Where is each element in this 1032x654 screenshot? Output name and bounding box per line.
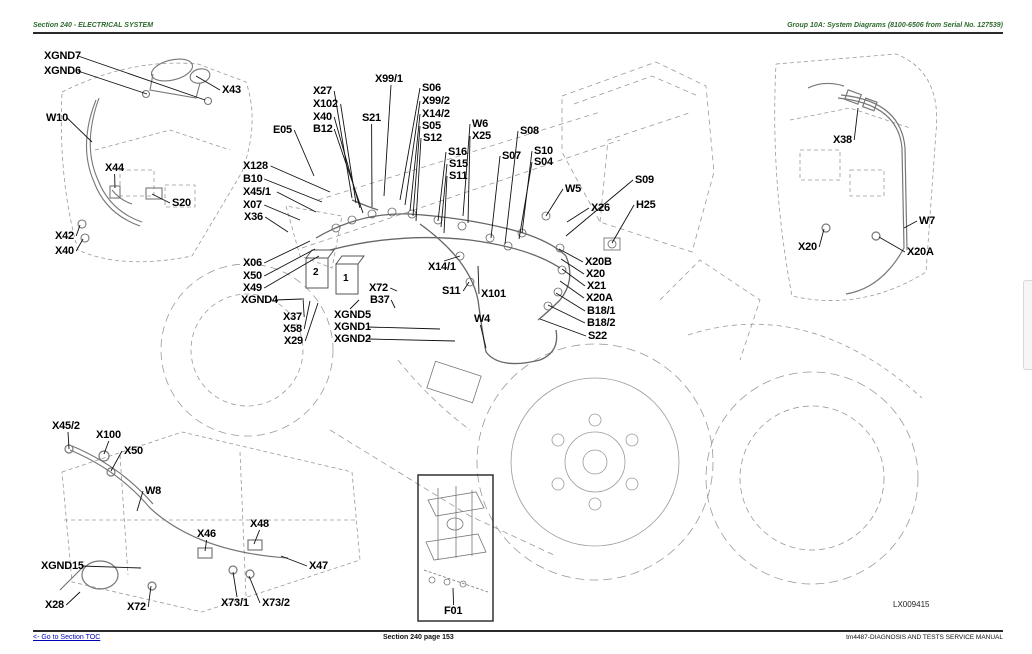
- diagram-label-x20: X20: [586, 268, 605, 280]
- diagram-label-x72: X72: [127, 601, 146, 613]
- diagram-label-x102: X102: [313, 98, 338, 110]
- go-to-section-toc-link[interactable]: <- Go to Section TOC: [33, 634, 101, 641]
- diagram-label-x21: X21: [587, 280, 606, 292]
- footer-rule: [33, 630, 1003, 632]
- diagram-label-b12: B12: [313, 123, 333, 135]
- diagram-label-x26: X26: [591, 202, 610, 214]
- relay-box-2-number: 2: [313, 267, 319, 278]
- diagram-label-s07: S07: [502, 150, 521, 162]
- diagram-label-x40: X40: [55, 245, 74, 257]
- diagram-label-x28: X28: [45, 599, 64, 611]
- diagram-label-x99-2: X99/2: [422, 95, 450, 107]
- diagram-label-x45-2: X45/2: [52, 420, 80, 432]
- diagram-label-x100: X100: [96, 429, 121, 441]
- diagram-label-w10: W10: [46, 112, 69, 124]
- diagram-label-x06: X06: [243, 257, 262, 269]
- diagram-label-x48: X48: [250, 518, 269, 530]
- diagram-label-x29: X29: [284, 335, 303, 347]
- figure-code: LX009415: [893, 600, 930, 609]
- diagram-label-w7: W7: [919, 215, 936, 227]
- diagram-label-x128: X128: [243, 160, 268, 172]
- diagram-label-b37: B37: [370, 294, 390, 306]
- diagram-label-x20: X20: [798, 241, 817, 253]
- diagram-label-w4: W4: [474, 313, 491, 325]
- diagram-label-s08: S08: [520, 125, 539, 137]
- diagram-label-x44: X44: [105, 162, 124, 174]
- diagram-label-s06: S06: [422, 82, 441, 94]
- diagram-label-f01: F01: [444, 605, 463, 617]
- diagram-label-s12: S12: [423, 132, 442, 144]
- diagram-label-x20a: X20A: [907, 246, 934, 258]
- diagram-label-x14-1: X14/1: [428, 261, 456, 273]
- diagram-label-x99-1: X99/1: [375, 73, 403, 85]
- diagram-label-x27: X27: [313, 85, 332, 97]
- diagram-label-x58: X58: [283, 323, 302, 335]
- diagram-label-s10: S10: [534, 145, 553, 157]
- diagram-label-s11: S11: [449, 170, 468, 182]
- diagram-label-x45-1: X45/1: [243, 186, 271, 198]
- diagram-label-s16: S16: [448, 146, 467, 158]
- side-panel-tab[interactable]: [1023, 280, 1032, 370]
- diagram-label-s04: S04: [534, 156, 553, 168]
- footer-page-number: Section 240 page 153: [383, 634, 454, 641]
- diagram-label-b10: B10: [243, 173, 263, 185]
- header-group-title: Group 10A: System Diagrams (8100-6506 fr…: [787, 22, 1003, 29]
- diagram-label-x07: X07: [243, 199, 262, 211]
- diagram-label-x101: X101: [481, 288, 506, 300]
- diagram-label-h25: H25: [636, 199, 656, 211]
- diagram-label-xgnd1: XGND1: [334, 321, 371, 333]
- diagram-label-x40: X40: [313, 111, 332, 123]
- diagram-label-xgnd2: XGND2: [334, 333, 371, 345]
- diagram-label-xgnd15: XGND15: [41, 560, 84, 572]
- diagram-label-s11: S11: [442, 285, 461, 297]
- diagram-label-x46: X46: [197, 528, 216, 540]
- diagram-label-xgnd7: XGND7: [44, 50, 81, 62]
- diagram-label-s22: S22: [588, 330, 607, 342]
- diagram-label-x43: X43: [222, 84, 241, 96]
- diagram-label-x73-2: X73/2: [262, 597, 290, 609]
- diagram-label-x42: X42: [55, 230, 74, 242]
- diagram-label-s09: S09: [635, 174, 654, 186]
- diagram-label-w8: W8: [145, 485, 162, 497]
- diagram-label-xgnd6: XGND6: [44, 65, 81, 77]
- diagram-label-x50: X50: [243, 270, 262, 282]
- header-section-title: Section 240 - ELECTRICAL SYSTEM: [33, 22, 154, 29]
- diagram-label-x14-2: X14/2: [422, 108, 450, 120]
- diagram-label-x49: X49: [243, 282, 262, 294]
- diagram-label-x50: X50: [124, 445, 143, 457]
- diagram-label-s05: S05: [422, 120, 441, 132]
- footer-manual-name: tm4487-DIAGNOSIS AND TESTS SERVICE MANUA…: [846, 634, 1003, 641]
- diagram-label-e05: E05: [273, 124, 292, 136]
- diagram-label-b18-2: B18/2: [587, 317, 616, 329]
- diagram-label-w5: W5: [565, 183, 582, 195]
- relay-box-1-number: 1: [343, 273, 349, 284]
- diagram-label-w6: W6: [472, 118, 489, 130]
- diagram-label-x38: X38: [833, 134, 852, 146]
- diagram-label-x20b: X20B: [585, 256, 612, 268]
- diagram-label-xgnd4: XGND4: [241, 294, 278, 306]
- diagram-label-xgnd5: XGND5: [334, 309, 371, 321]
- diagram-label-x47: X47: [309, 560, 328, 572]
- header-rule: [33, 32, 1003, 34]
- diagram-label-b18-1: B18/1: [587, 305, 616, 317]
- diagram-label-x20a: X20A: [586, 292, 613, 304]
- diagram-label-x37: X37: [283, 311, 302, 323]
- diagram-label-x73-1: X73/1: [221, 597, 249, 609]
- diagram-label-s20: S20: [172, 197, 191, 209]
- diagram-label-x25: X25: [472, 130, 491, 142]
- diagram-label-s21: S21: [362, 112, 381, 124]
- diagram-label-x36: X36: [244, 211, 263, 223]
- diagram-label-x72: X72: [369, 282, 388, 294]
- diagram-label-s15: S15: [449, 158, 468, 170]
